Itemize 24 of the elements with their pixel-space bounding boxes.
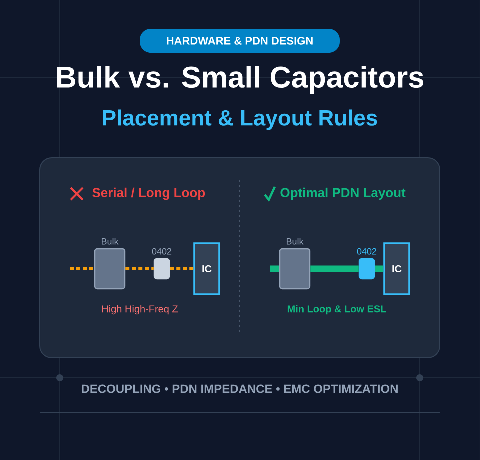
ic-box: IC <box>194 242 220 296</box>
subtitle: Placement & Layout Rules <box>103 110 378 130</box>
component-label: 0402 <box>357 248 377 255</box>
connector-line <box>375 266 384 272</box>
result-caption: High High-Freq Z <box>102 305 178 315</box>
component-label: 0402 <box>152 248 172 255</box>
title: Bulk vs. Small Capacitors <box>57 66 424 94</box>
connector-line <box>170 268 194 270</box>
connector-line <box>70 268 94 270</box>
ic-box: IC <box>384 242 410 296</box>
panel-heading: Serial / Long Loop <box>92 188 206 200</box>
component-label: Bulk <box>102 238 119 245</box>
footer-text: DECOUPLING • PDN IMPEDANCE • EMC OPTIMIZATION <box>82 384 398 394</box>
result-caption: Min Loop & Low ESL <box>288 305 386 315</box>
connector-line <box>270 266 280 272</box>
capacitor-box <box>358 258 376 280</box>
category-badge: HARDWARE & PDN DESIGN <box>140 29 340 53</box>
component-label: Bulk <box>286 238 304 245</box>
connector-line <box>126 268 154 270</box>
connector-line <box>310 266 359 272</box>
capacitor-box <box>94 248 126 290</box>
capacitor-box <box>154 258 170 280</box>
panel-heading: Optimal PDN Layout <box>280 188 406 200</box>
capacitor-box <box>279 248 311 290</box>
